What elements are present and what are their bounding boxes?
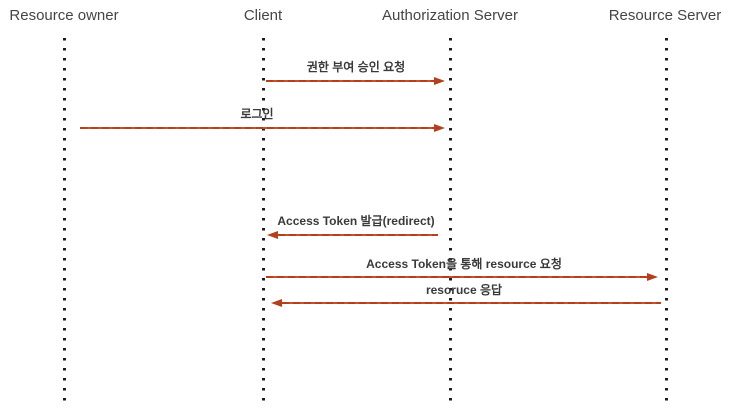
message-label: 권한 부여 승인 요청 [306, 60, 406, 74]
arrowhead-left-icon [267, 231, 278, 239]
lifeline-resource-server [665, 38, 668, 408]
participant-resource-owner: Resource owner [9, 7, 119, 24]
message-arrow-line [266, 80, 434, 82]
message-arrow-line [278, 234, 438, 236]
participant-resource-server: Resource Server [608, 7, 722, 24]
participant-client: Client [243, 7, 283, 24]
participant-authorization-server: Authorization Server [382, 7, 518, 24]
arrowhead-left-icon [271, 299, 282, 307]
message-arrow-line [80, 127, 434, 129]
lifeline-resource-owner [63, 38, 66, 408]
message-arrow-line [266, 276, 647, 278]
arrowhead-right-icon [434, 77, 445, 85]
message-label: resoruce 응답 [425, 283, 503, 297]
lifeline-client [262, 38, 265, 408]
message-label: 로그인 [240, 107, 274, 121]
lifeline-authorization-server [449, 38, 452, 408]
message-label: Access Token을 통해 resource 요청 [366, 257, 562, 271]
arrowhead-right-icon [647, 273, 658, 281]
message-arrow-line [282, 302, 661, 304]
arrowhead-right-icon [434, 124, 445, 132]
message-label: Access Token 발급(redirect) [277, 214, 435, 228]
